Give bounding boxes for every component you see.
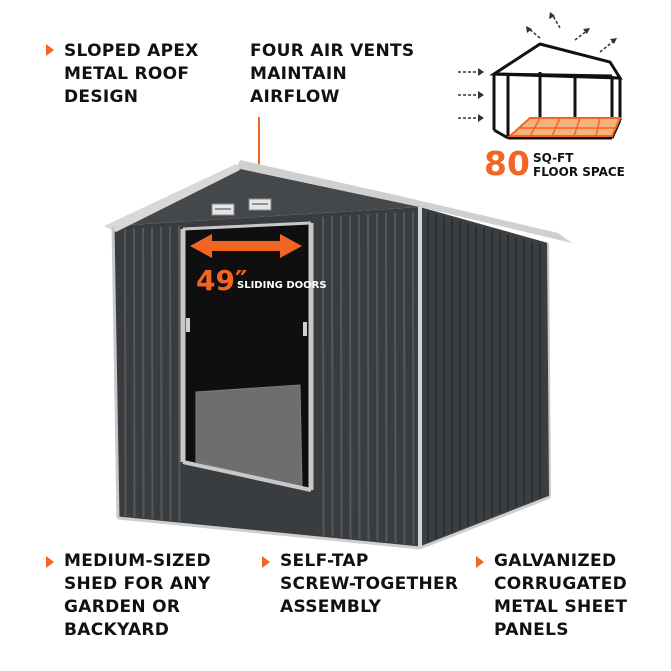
floor-space-label: FLOOR SPACE	[533, 165, 625, 179]
airflow-arrows-icon	[458, 13, 616, 119]
shed-roof	[236, 160, 572, 243]
feature-vents-text: FOUR AIR VENTS MAINTAIN AIRFLOW	[250, 41, 415, 107]
shed-gable	[113, 168, 420, 226]
feature-assembly-text: SELF-TAP SCREW-TOGETHER ASSEMBLY	[280, 551, 459, 617]
feature-roof-text: SLOPED APEX METAL ROOF DESIGN	[64, 41, 199, 107]
orange-triangle-bullet-icon	[476, 556, 484, 568]
shed-floor	[196, 385, 302, 487]
door-width-label: SLIDING DOORS	[237, 280, 327, 291]
feature-size-text: MEDIUM-SIZED SHED FOR ANY GARDEN OR BACK…	[64, 551, 211, 640]
floor-space-unit: SQ-FT	[533, 151, 574, 165]
door-width-number: 49″	[196, 264, 248, 297]
double-arrow-icon	[190, 234, 302, 258]
orange-triangle-bullet-icon	[46, 556, 54, 568]
feature-panels-text: GALVANIZED CORRUGATED METAL SHEET PANELS	[494, 551, 628, 640]
floor-space-number: 80	[484, 144, 530, 183]
orange-triangle-bullet-icon	[46, 44, 54, 56]
orange-triangle-bullet-icon	[262, 556, 270, 568]
